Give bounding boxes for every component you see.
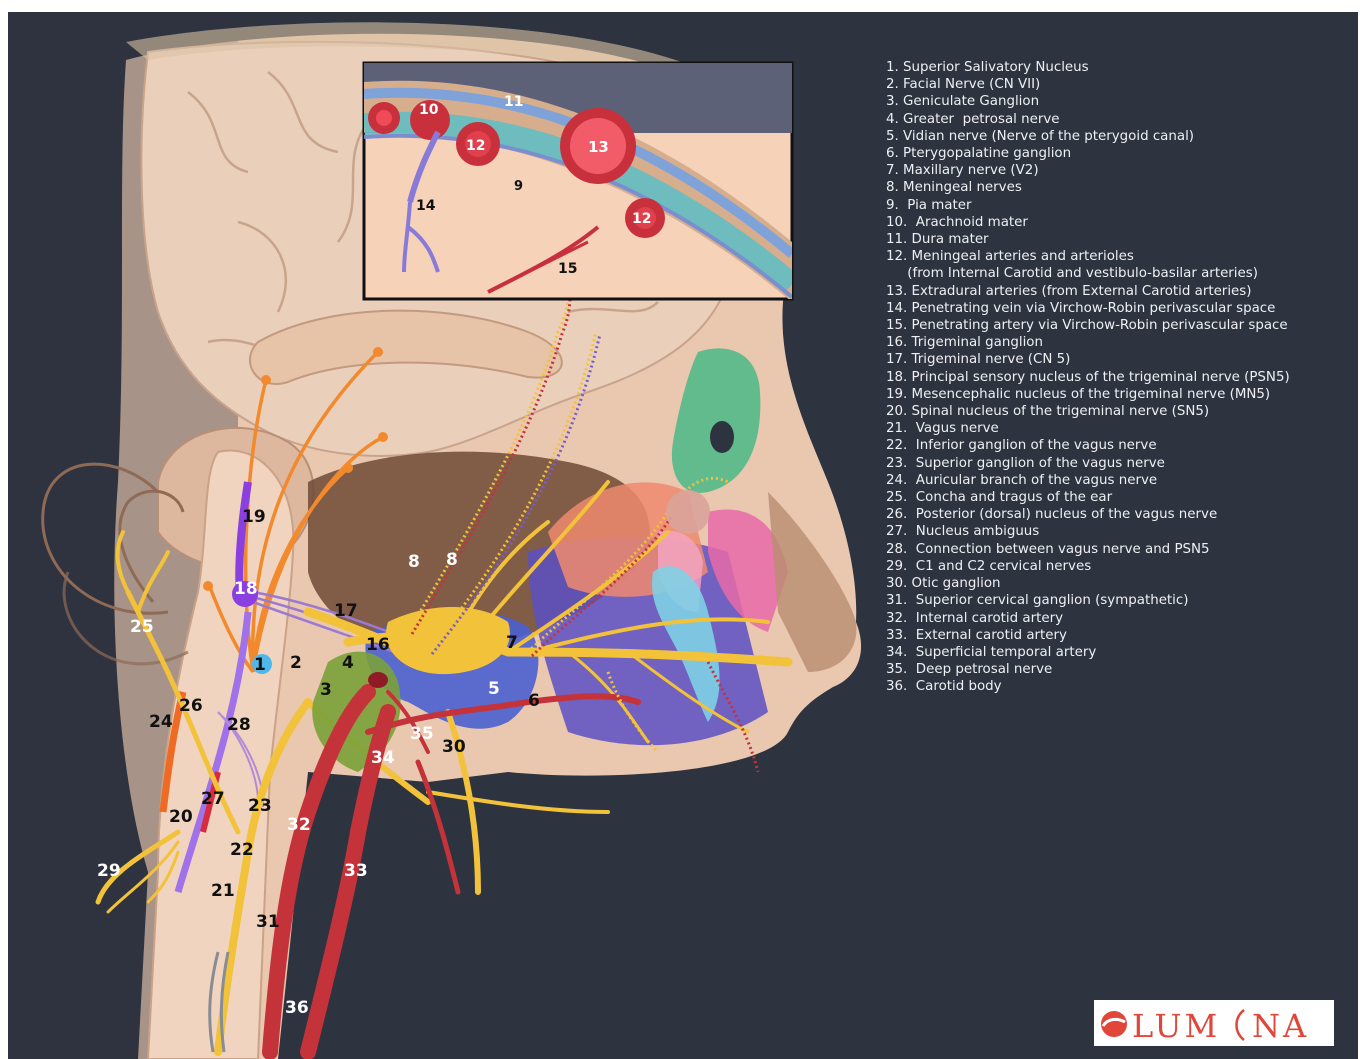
legend-item: 18. Principal sensory nucleus of the tri… xyxy=(886,369,1290,386)
lacrimal-gland xyxy=(666,490,710,534)
legend-item: 26. Posterior (dorsal) nucleus of the va… xyxy=(886,506,1290,523)
legend-item: 21. Vagus nerve xyxy=(886,420,1290,437)
label-16: 16 xyxy=(366,635,390,655)
label-35: 35 xyxy=(410,724,434,744)
label-24: 24 xyxy=(149,712,173,732)
legend-item: 6. Pterygopalatine ganglion xyxy=(886,145,1290,162)
label-22: 22 xyxy=(230,840,254,860)
legend-item: 8. Meningeal nerves xyxy=(886,179,1290,196)
label-7: 7 xyxy=(506,633,518,653)
label-32: 32 xyxy=(287,815,311,835)
label-17: 17 xyxy=(334,601,358,621)
label-13: 13 xyxy=(588,138,609,156)
label-31: 31 xyxy=(256,912,280,932)
legend-item: 16. Trigeminal ganglion xyxy=(886,334,1290,351)
legend-item: 9. Pia mater xyxy=(886,197,1290,214)
legend-item: 13. Extradural arteries (from External C… xyxy=(886,283,1290,300)
legend-item: 1. Superior Salivatory Nucleus xyxy=(886,59,1290,76)
label-27: 27 xyxy=(201,789,225,809)
label-36: 36 xyxy=(285,998,309,1018)
label-11: 11 xyxy=(504,94,523,110)
legend-item: 5. Vidian nerve (Nerve of the pterygoid … xyxy=(886,128,1290,145)
legend-item: 22. Inferior ganglion of the vagus nerve xyxy=(886,437,1290,454)
legend-item: 23. Superior ganglion of the vagus nerve xyxy=(886,455,1290,472)
legend-item: 17. Trigeminal nerve (CN 5) xyxy=(886,351,1290,368)
label-20: 20 xyxy=(169,807,193,827)
legend-item: 20. Spinal nucleus of the trigeminal ner… xyxy=(886,403,1290,420)
label-30: 30 xyxy=(442,737,466,757)
label-28: 28 xyxy=(227,715,251,735)
legend-item: 7. Maxillary nerve (V2) xyxy=(886,162,1290,179)
legend-item: 10. Arachnoid mater xyxy=(886,214,1290,231)
label-8a: 8 xyxy=(408,552,420,572)
legend-item: 29. C1 and C2 cervical nerves xyxy=(886,558,1290,575)
legend-item: 2. Facial Nerve (CN VII) xyxy=(886,76,1290,93)
label-12a: 12 xyxy=(466,138,485,154)
label-8b: 8 xyxy=(446,550,458,570)
legend-item: 12. Meningeal arteries and arterioles xyxy=(886,248,1290,265)
label-9: 9 xyxy=(514,179,523,194)
legend-item: 25. Concha and tragus of the ear xyxy=(886,489,1290,506)
logo-text-left: LUM xyxy=(1132,1007,1220,1045)
legend-item: 27. Nucleus ambiguus xyxy=(886,523,1290,540)
legend-item: 14. Penetrating vein via Virchow-Robin p… xyxy=(886,300,1290,317)
label-4: 4 xyxy=(342,653,354,673)
legend-item: 28. Connection between vagus nerve and P… xyxy=(886,541,1290,558)
legend-item: 19. Mesencephalic nucleus of the trigemi… xyxy=(886,386,1290,403)
legend-item: 35. Deep petrosal nerve xyxy=(886,661,1290,678)
label-14: 14 xyxy=(416,198,436,214)
label-6: 6 xyxy=(528,691,540,711)
legend-item: 30. Otic ganglion xyxy=(886,575,1290,592)
label-2: 2 xyxy=(290,653,302,673)
label-26: 26 xyxy=(179,696,203,716)
legend-item: 4. Greater petrosal nerve xyxy=(886,111,1290,128)
artery-lumen xyxy=(368,672,388,688)
legend-item: 36. Carotid body xyxy=(886,678,1290,695)
legend-item: 3. Geniculate Ganglion xyxy=(886,93,1290,110)
label-33: 33 xyxy=(344,861,368,881)
label-15: 15 xyxy=(558,261,577,277)
label-34: 34 xyxy=(371,748,395,768)
legend-item: 33. External carotid artery xyxy=(886,627,1290,644)
label-12b: 12 xyxy=(632,211,651,227)
lumina-logo: LUM NA xyxy=(1094,1000,1334,1046)
label-29: 29 xyxy=(97,861,121,881)
label-1: 1 xyxy=(254,655,266,675)
legend-item: 34. Superficial temporal artery xyxy=(886,644,1290,661)
legend-item: 32. Internal carotid artery xyxy=(886,610,1290,627)
label-21: 21 xyxy=(211,881,235,901)
label-10: 10 xyxy=(419,102,439,118)
label-23: 23 xyxy=(248,796,272,816)
label-5: 5 xyxy=(488,679,500,699)
legend-item: 24. Auricular branch of the vagus nerve xyxy=(886,472,1290,489)
legend-item: 11. Dura mater xyxy=(886,231,1290,248)
sinus-opening xyxy=(710,421,734,453)
legend-item: (from Internal Carotid and vestibulo-bas… xyxy=(886,265,1290,282)
label-3: 3 xyxy=(320,680,332,700)
legend-item: 15. Penetrating artery via Virchow-Robin… xyxy=(886,317,1290,334)
label-18: 18 xyxy=(234,579,258,599)
logo-stroke-icon xyxy=(1237,1010,1245,1040)
label-25: 25 xyxy=(130,617,154,637)
logo-text-right: NA xyxy=(1252,1007,1309,1045)
legend-item: 31. Superior cervical ganglion (sympathe… xyxy=(886,592,1290,609)
label-19: 19 xyxy=(242,507,266,527)
